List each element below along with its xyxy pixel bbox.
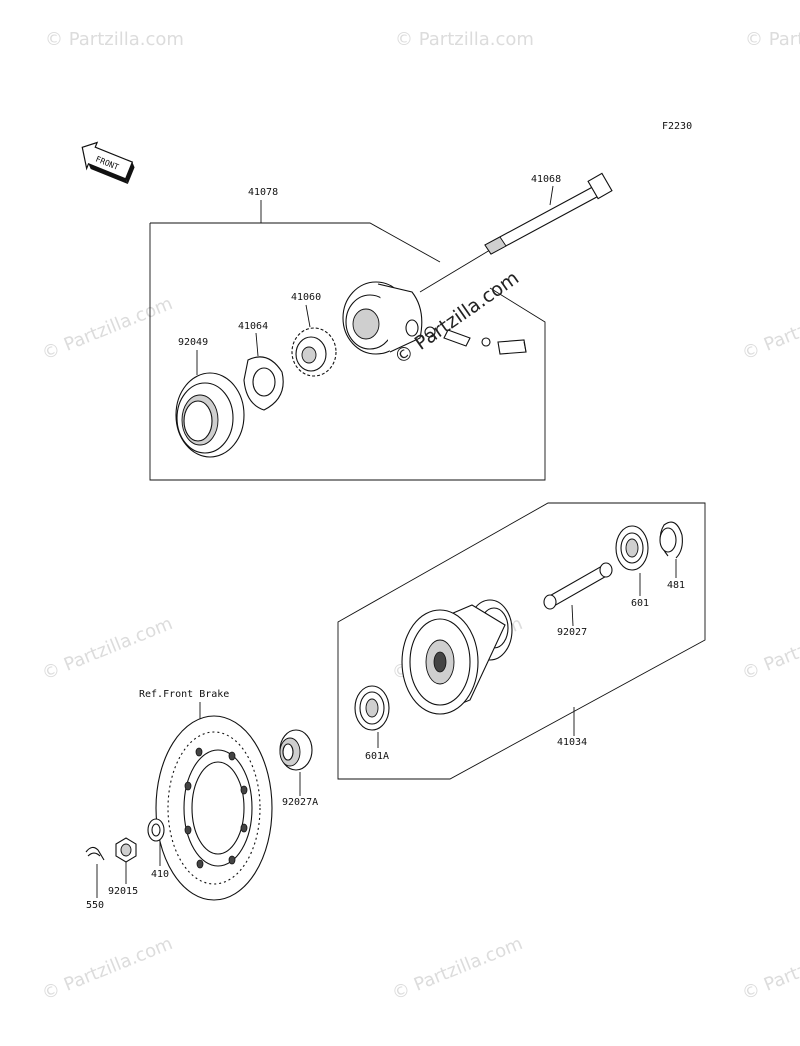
label-601A: 601A bbox=[365, 751, 389, 762]
label-601: 601 bbox=[631, 598, 649, 609]
hub-assembly: 41034 92027 601 481 bbox=[337, 502, 706, 780]
watermark-layer: © Partzilla.com © Partzilla.com © Partzi… bbox=[39, 29, 800, 1005]
watermark: © Partzilla.com bbox=[39, 293, 176, 365]
label-92027: 92027 bbox=[557, 627, 587, 638]
gear-41060: 41060 bbox=[291, 292, 337, 377]
front-arrow-icon: FRONT bbox=[81, 141, 135, 185]
watermark: © Partzilla.com bbox=[395, 29, 534, 50]
collar-92027A: 92027A bbox=[279, 729, 318, 808]
reference-note: Ref.Front Brake bbox=[139, 689, 229, 700]
nut-92015: 92015 bbox=[108, 837, 138, 897]
watermark: © Partzilla.com bbox=[739, 933, 800, 1005]
bearing-601: 601 bbox=[615, 525, 649, 609]
collar-92027: 92027 bbox=[543, 562, 613, 638]
brake-group: Ref.Front Brake 92027A bbox=[85, 689, 318, 911]
label-481: 481 bbox=[667, 580, 685, 591]
label-410: 410 bbox=[151, 869, 169, 880]
bearing-601A: 601A bbox=[354, 685, 390, 762]
brake-disc bbox=[155, 715, 273, 901]
watermark: © Partzilla.com bbox=[389, 933, 526, 1005]
label-92049: 92049 bbox=[178, 337, 208, 348]
figure-code: F2230 bbox=[662, 121, 692, 132]
label-41078: 41078 bbox=[248, 187, 278, 198]
label-41034: 41034 bbox=[557, 737, 587, 748]
watermark: © Partzilla.com bbox=[739, 613, 800, 685]
cotter-pin-550: 550 bbox=[85, 846, 105, 911]
meter-housing bbox=[342, 281, 527, 355]
axle-41068: 41068 bbox=[419, 172, 613, 293]
label-41060: 41060 bbox=[291, 292, 321, 303]
watermark: © Partzilla.com bbox=[45, 29, 184, 50]
circlip-481: 481 bbox=[659, 521, 685, 591]
watermark: © Partzilla.com bbox=[39, 933, 176, 1005]
watermark: © Partzilla.com bbox=[39, 613, 176, 685]
retainer-41064: 41064 bbox=[238, 321, 284, 411]
upper-assembly: 41078 41068 bbox=[149, 172, 613, 481]
watermark: © Partzilla.com bbox=[739, 293, 800, 365]
seal-92049: 92049 bbox=[175, 337, 245, 458]
watermark: © Partzilla.com bbox=[745, 29, 800, 50]
label-92015: 92015 bbox=[108, 886, 138, 897]
label-92027A: 92027A bbox=[282, 797, 318, 808]
label-41068: 41068 bbox=[531, 174, 561, 185]
washer-410: 410 bbox=[147, 818, 169, 880]
label-550: 550 bbox=[86, 900, 104, 911]
label-41064: 41064 bbox=[238, 321, 268, 332]
hub-41034: 41034 bbox=[401, 599, 587, 748]
